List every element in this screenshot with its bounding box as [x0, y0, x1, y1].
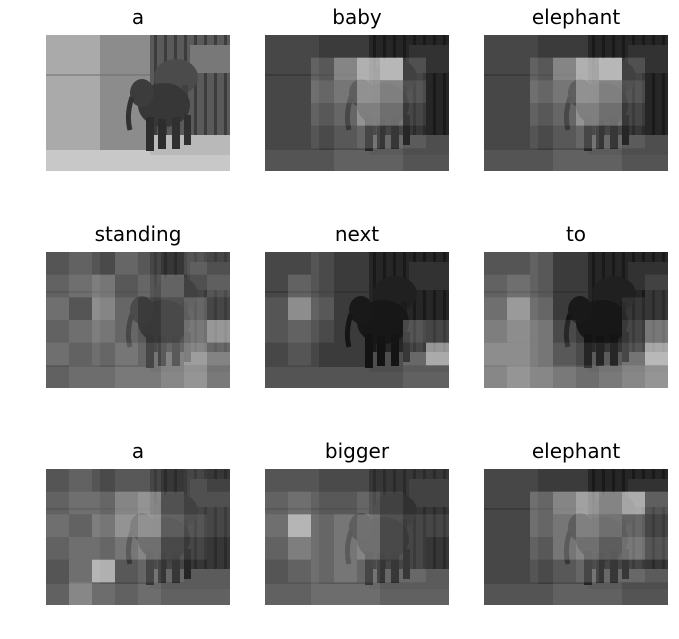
attention-image	[46, 35, 230, 171]
panel-title: elephant	[531, 5, 621, 29]
panel-title: standing	[94, 222, 182, 246]
attention-image	[484, 35, 668, 171]
attention-image	[484, 252, 668, 388]
panel-title: to	[565, 222, 587, 246]
panel-title: bigger	[324, 439, 390, 463]
panel-title: baby	[332, 5, 382, 29]
attention-image	[265, 469, 449, 605]
panel-title: next	[334, 222, 380, 246]
attention-image	[484, 469, 668, 605]
attention-image	[265, 252, 449, 388]
panel-title: elephant	[531, 439, 621, 463]
attention-image	[265, 35, 449, 171]
panel-title: a	[131, 439, 145, 463]
attention-image	[46, 252, 230, 388]
attention-image	[46, 469, 230, 605]
panel-title: a	[131, 5, 145, 29]
